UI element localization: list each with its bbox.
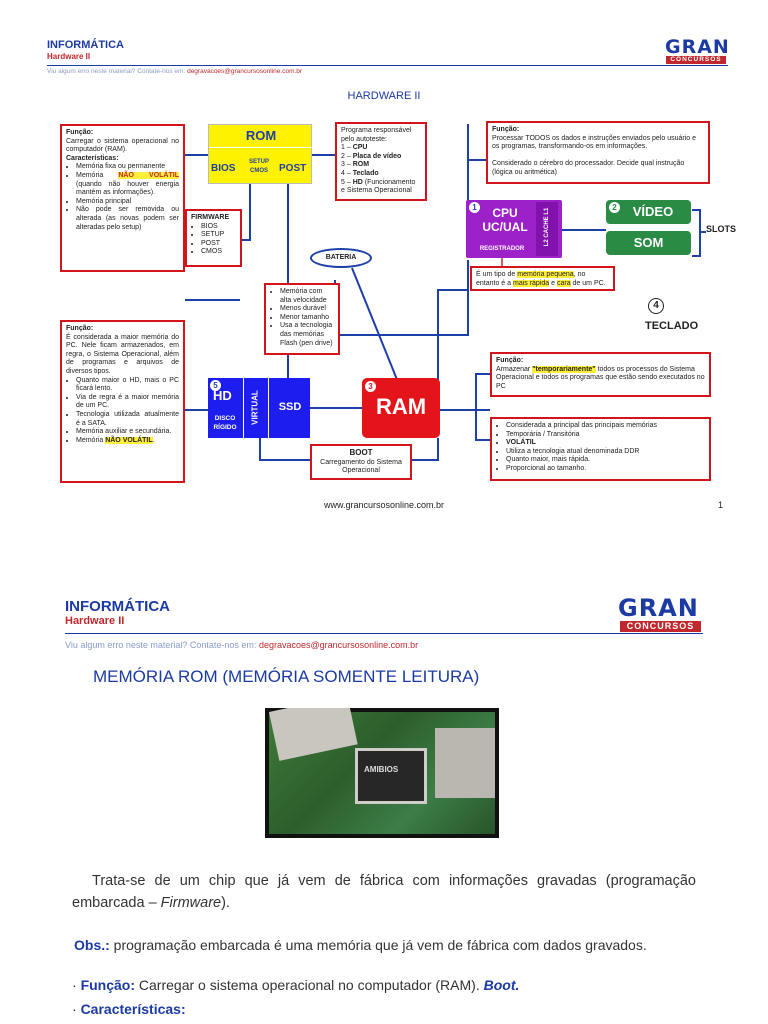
rom-function-box: Função: Carregar o sistema operacional n… [60, 124, 185, 272]
cache-note-box: É um tipo de memória pequena, no entanto… [470, 266, 615, 291]
ssd-label: SSD [278, 401, 302, 413]
page-number: 1 [718, 500, 724, 510]
error-notice-2: Viu algum erro neste material? Contate-n… [65, 640, 419, 650]
video-number-badge: 2 [609, 202, 620, 213]
bateria-label: BATERIA [310, 248, 372, 268]
cpu-function-box: Função: Processar TODOS os dados e instr… [486, 121, 710, 184]
video-label: VÍDEO [632, 204, 674, 219]
header-title-2: INFORMÁTICA [65, 598, 170, 615]
ssd-info-box: Memória com alta velocidade Menos duráve… [264, 283, 340, 355]
ram-label: RAM [375, 394, 427, 419]
header-rule [47, 65, 728, 66]
header-subtitle-2: Hardware II [65, 615, 125, 627]
post-program-box: Programa responsável pelo autoteste: 1 –… [335, 122, 427, 201]
som-block: SOM [606, 231, 691, 255]
firmware-box: FIRMWARE BIOS SETUP POST CMOS [185, 209, 242, 267]
gran-logo-sub-2: CONCURSOS [620, 621, 701, 632]
notice-email[interactable]: degravacoes@grancursosonline.com.br [187, 68, 303, 75]
teclado-number-badge: 4 [648, 298, 664, 314]
gran-logo: GRAN [665, 36, 730, 58]
chip: AMIBIOS [355, 748, 427, 804]
header-title: INFORMÁTICA [47, 39, 124, 51]
bullet-caracteristicas: · Características: [72, 1001, 186, 1017]
video-block: 2 VÍDEO [606, 200, 691, 224]
hd-function-box: Função: É considerada a maior memória do… [60, 320, 185, 483]
header-subtitle: Hardware II [47, 52, 91, 61]
obs-paragraph: Obs.: programação embarcada é uma memóri… [74, 937, 647, 953]
bullet-funcao: · Função: Carregar o sistema operacional… [72, 977, 520, 993]
diagram-connectors [185, 124, 706, 461]
gran-logo-sub: CONCURSOS [666, 56, 726, 64]
ram-features-box: Considerada a principal das principais m… [490, 417, 711, 481]
slots-label: SLOTS [706, 224, 737, 234]
diagram-title: HARDWARE II [347, 90, 421, 102]
intro-paragraph: Trata-se de um chip que já vem de fábric… [72, 873, 696, 911]
header-rule-2 [65, 633, 703, 634]
post-label: POST [279, 163, 307, 174]
bios-label: BIOS [211, 163, 236, 174]
cache-label: L2 CACHE L1 [544, 207, 550, 247]
teclado-label: TECLADO [645, 320, 699, 332]
hd-number-badge: 5 [210, 380, 221, 391]
virtual-label: VIRTUAL [250, 390, 260, 425]
ram-function-box: Função: Armazenar "temporariamente" todo… [490, 352, 711, 397]
hd-label: HD [213, 388, 232, 403]
cpu-number-badge: 1 [469, 202, 480, 213]
som-label: SOM [633, 235, 664, 250]
footer-url[interactable]: www.grancursosonline.com.br [323, 500, 445, 510]
rom-label: ROM [245, 128, 277, 143]
boot-box: BOOT Carregamento do Sistema Operacional [310, 444, 412, 480]
rom-chip-photo: AMIBIOS [265, 708, 499, 838]
ram-block: 3 RAM [362, 378, 440, 438]
section-title: MEMÓRIA ROM (MEMÓRIA SOMENTE LEITURA) [93, 667, 480, 686]
notice-email-2[interactable]: degravacoes@grancursosonline.com.br [258, 640, 419, 650]
gran-logo-2: GRAN [618, 594, 699, 622]
registrador-label: REGISTRADOR [479, 246, 525, 252]
error-notice: Viu algum erro neste material? Contate-n… [47, 68, 303, 75]
ram-number-badge: 3 [365, 381, 376, 392]
connector [435, 728, 495, 798]
